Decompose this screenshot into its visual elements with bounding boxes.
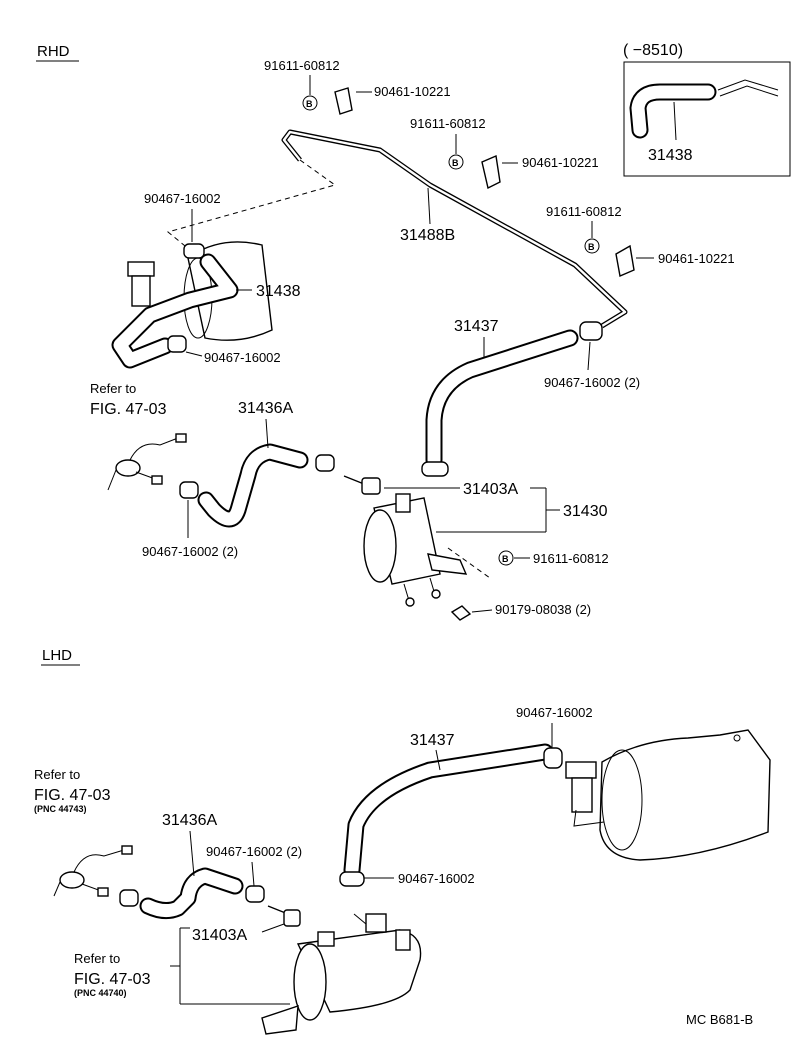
rhd-label-clamp-1: 90461-10221 <box>374 84 451 99</box>
lhd-refer-b-line2: FIG. 47-03 <box>74 971 151 988</box>
lhd-refer-b-line1: Refer to <box>74 951 120 966</box>
inset-hose-drawing <box>629 79 779 141</box>
lhd-hose-31436a <box>119 867 265 920</box>
rhd-clamp-3 <box>615 244 635 277</box>
rhd-label-valve: 31403A <box>463 481 518 498</box>
rhd-valve-31403a <box>343 475 381 495</box>
rhd-refer-line1: Refer to <box>90 381 136 396</box>
lhd-label-clip-lower: 90467-16002 <box>398 871 475 886</box>
lhd-refer-a-line2: FIG. 47-03 <box>34 787 111 804</box>
rhd-hose-31437 <box>421 321 603 477</box>
rhd-nut <box>450 605 472 621</box>
lhd-refer-a-line1: Refer to <box>34 767 80 782</box>
rhd-clamp-1 <box>334 87 353 115</box>
rhd-label-clip-pair: 90467-16002 (2) <box>142 544 238 559</box>
rhd-refer-line2: FIG. 47-03 <box>90 401 167 418</box>
svg-text:B: B <box>306 99 313 109</box>
lhd-refer-b-pnc: (PNC 44740) <box>74 988 127 998</box>
lhd-hose-31437 <box>339 743 563 887</box>
rhd-pipe-leader <box>166 159 337 251</box>
rhd-bolt-marker-2: B <box>448 154 464 170</box>
rhd-label-clamp-2: 90461-10221 <box>522 155 599 170</box>
rhd-hose-31436a <box>179 443 335 528</box>
rhd-label-hose-31436a: 31436A <box>238 400 293 417</box>
rhd-label-clamp-3: 90461-10221 <box>658 251 735 266</box>
rhd-label-bolt-canister: 91611-60812 <box>533 551 609 566</box>
rhd-label-hose-main: 31438 <box>256 283 301 300</box>
rhd-referenced-valve <box>107 433 187 491</box>
lhd-label-clip-pair: 90467-16002 (2) <box>206 844 302 859</box>
rhd-bolt-marker-1: B <box>302 95 318 111</box>
inset-part-label: 31438 <box>648 147 693 164</box>
section-lhd-heading: LHD <box>42 647 72 664</box>
rhd-label-bolt-3: 91611-60812 <box>546 204 622 219</box>
lhd-referenced-valve <box>53 845 133 897</box>
rhd-label-hose-clip-pipe: 90467-16002 (2) <box>544 375 640 390</box>
lhd-label-clip-top: 90467-16002 <box>516 705 593 720</box>
rhd-clamp-2 <box>481 155 501 190</box>
svg-text:B: B <box>452 158 459 168</box>
rhd-canister-body <box>363 493 468 607</box>
svg-text:B: B <box>588 242 595 252</box>
lhd-label-hose-31437: 31437 <box>410 732 455 749</box>
rhd-label-bolt-1: 91611-60812 <box>264 58 340 73</box>
lhd-label-valve: 31403A <box>192 927 247 944</box>
rhd-label-hose-31437: 31437 <box>454 318 499 335</box>
footer-code: MC B681-B <box>686 1012 753 1027</box>
rhd-pipe-31488b <box>281 129 628 329</box>
rhd-bolt-marker-3: B <box>584 238 600 254</box>
rhd-label-hose-clip-top: 90467-16002 <box>144 191 221 206</box>
inset-range-label: ( −8510) <box>623 42 683 59</box>
rhd-label-canister: 31430 <box>563 503 608 520</box>
rhd-hose-assembly-31438 <box>111 241 273 369</box>
rhd-label-hose-clip-lower: 90467-16002 <box>204 350 281 365</box>
lhd-refer-a-pnc: (PNC 44743) <box>34 804 87 814</box>
lhd-booster-body <box>565 729 771 861</box>
rhd-bolt-marker-canister: B <box>498 550 514 566</box>
section-rhd-heading: RHD <box>37 43 70 60</box>
rhd-label-pipe: 31488B <box>400 227 455 244</box>
lhd-valve-31403a <box>267 905 301 927</box>
lhd-canister-body <box>261 913 422 1035</box>
lhd-label-hose-31436a: 31436A <box>162 812 217 829</box>
rhd-label-bolt-2: 91611-60812 <box>410 116 486 131</box>
inset-frame <box>623 61 791 177</box>
svg-text:B: B <box>502 554 509 564</box>
rhd-label-nut: 90179-08038 (2) <box>495 602 591 617</box>
